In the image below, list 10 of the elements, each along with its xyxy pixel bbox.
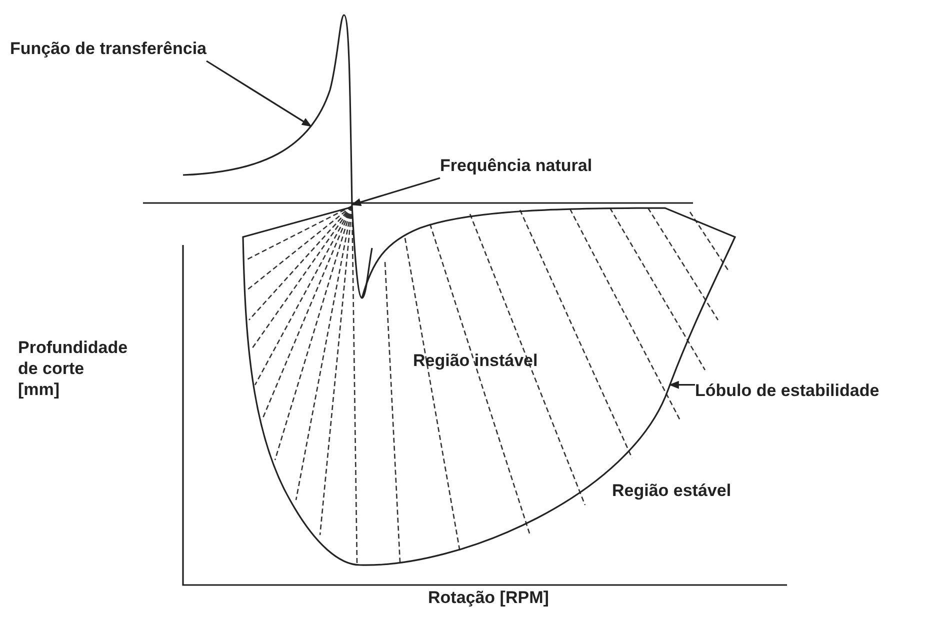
graph-label: Frequência natural [440,155,592,176]
region-label: Região estável [612,480,732,501]
region-label: Região instável [413,350,538,371]
axis-title: Profundidade de corte [mm] [18,337,128,400]
axis-title: Rotação [RPM] [428,587,549,608]
leader-line [206,60,312,127]
leader-line [668,380,695,389]
graph-label: Função de transferência [10,38,207,59]
leader-line [351,177,440,206]
graph-label: Lóbulo de estabilidade [695,380,880,401]
